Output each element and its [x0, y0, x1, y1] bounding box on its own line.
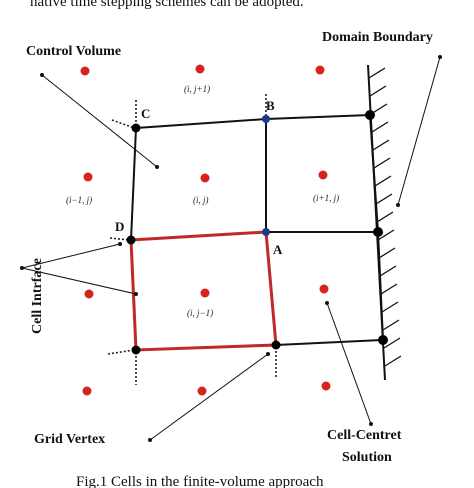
point-label-a: A [273, 242, 283, 257]
vertex-d [126, 235, 136, 245]
point-label-b: B [266, 98, 275, 113]
leader-end [438, 55, 442, 59]
vertex-bottom-mid [271, 340, 281, 350]
vertex-mid-right [373, 227, 383, 237]
vertex-bottom-left [131, 345, 141, 355]
cell-label: (i+1, j) [313, 193, 339, 203]
cell-label: (i−1, j) [66, 195, 92, 205]
point-label-c: C [141, 106, 150, 121]
label-grid-vertex: Grid Vertex [34, 432, 105, 447]
leader-ends [20, 55, 442, 442]
label-control-volume: Control Volume [26, 44, 121, 59]
figure-caption: Fig.1 Cells in the finite-volume approac… [76, 474, 324, 488]
vertex-c [131, 123, 141, 133]
leader-end [20, 266, 24, 270]
leader-end [325, 301, 329, 305]
leader-end [148, 438, 152, 442]
label-cell-centre-2: Solution [342, 450, 392, 465]
cell-label: (i, j+1) [184, 84, 210, 94]
grid-lines [130, 114, 384, 346]
leader-end [266, 352, 270, 356]
leader-end [369, 422, 373, 426]
centroid [84, 289, 94, 299]
leader-end [118, 242, 122, 246]
leader-end [40, 73, 44, 77]
centroid [200, 173, 210, 183]
leader-end [134, 292, 138, 296]
vertex-top-right [365, 110, 375, 120]
leader-end [155, 165, 159, 169]
vertex-bottom-right [378, 335, 388, 345]
label-domain-boundary: Domain Boundary [322, 30, 433, 45]
centroid [315, 65, 325, 75]
label-cell-interface: Cell Intrface [30, 258, 45, 334]
leader-end [396, 203, 400, 207]
top-text: native time stepping schemes can be adop… [30, 0, 304, 10]
label-cell-centre-1: Cell-Centret [327, 428, 402, 443]
centroid [83, 172, 93, 182]
vertex-a [262, 228, 270, 236]
cell-label: (i, j) [193, 195, 209, 205]
centroid [80, 66, 90, 76]
cell-centres [80, 64, 331, 396]
cell-label: (i, j−1) [187, 308, 213, 318]
centroid [319, 284, 329, 294]
grid-vertices [126, 110, 388, 355]
vertex-b [262, 115, 270, 123]
centroid [321, 381, 331, 391]
centroid [82, 386, 92, 396]
vertex-stubs [107, 94, 277, 385]
centroid [195, 64, 205, 74]
point-label-d: D [115, 219, 124, 234]
centroid [200, 288, 210, 298]
centroid [318, 170, 328, 180]
leader-lines [21, 56, 441, 441]
centroid [197, 386, 207, 396]
